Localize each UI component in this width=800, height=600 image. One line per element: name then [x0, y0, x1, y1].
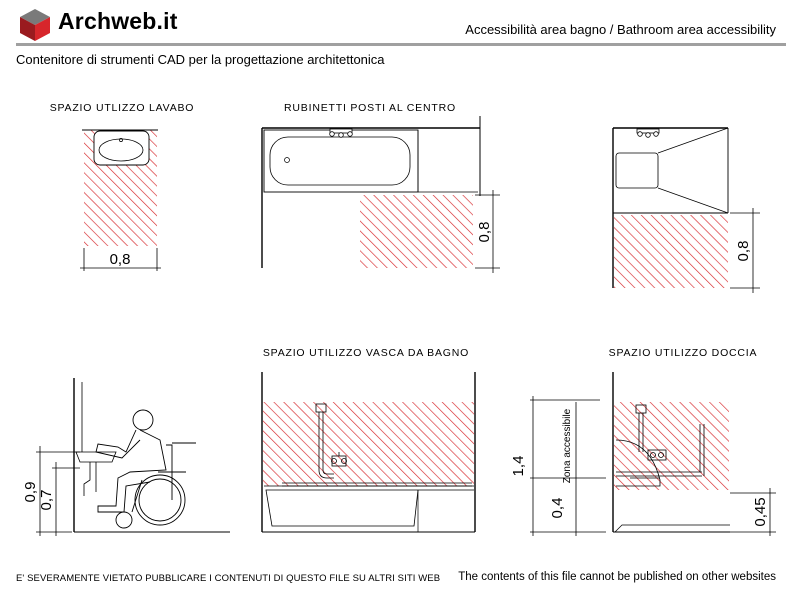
footer-copyright-italian: E' SEVERAMENTE VIETATO PUBBLICARE I CONT… [16, 573, 441, 584]
corner-plan: 0,8 [612, 127, 760, 293]
shower-fixture-icon [615, 404, 705, 487]
height-09-dim: 0,9 [22, 482, 39, 503]
tub-plan: RUBINETTI POSTI AL CENTRO 0,8 [261, 102, 500, 273]
corner-tap-icon [636, 128, 660, 138]
bathtub-label: SPAZIO UTILIZZO VASCA DA BAGNO [263, 347, 469, 359]
washbasin-label: SPAZIO UTLIZZO LAVABO [50, 102, 195, 114]
accessible-zone-label: Zona accessibile [562, 408, 573, 483]
height-14-dim: 1,4 [510, 456, 527, 477]
washbasin-section: 0,9 0,7 [22, 378, 230, 536]
brand-name: Archweb.it [58, 8, 178, 34]
washbasin-icon [93, 130, 150, 166]
shower-label: SPAZIO UTILIZZO DOCCIA [609, 347, 758, 359]
shower-hose-icon [315, 403, 347, 479]
corner-hatch-area [614, 215, 728, 288]
height-045-dim: 0,45 [752, 497, 769, 526]
page-subtitle: Contenitore di strumenti CAD per la prog… [16, 52, 385, 67]
bathtub-section-icon [264, 485, 474, 527]
page-title: Accessibilità area bagno / Bathroom area… [465, 22, 776, 37]
central-taps-label: RUBINETTI POSTI AL CENTRO [284, 102, 456, 114]
bathtub-hatch-area [263, 402, 474, 486]
archweb-logo-icon [20, 9, 50, 41]
header-divider [16, 43, 786, 46]
shower-section: SPAZIO UTILIZZO DOCCIA 1,4 0,4 Zona acce… [510, 347, 776, 536]
tap-icon [329, 128, 353, 138]
corner-depth-dim: 0,8 [735, 241, 752, 262]
tub-hatch-area [360, 195, 473, 268]
shower-hatch-area [614, 402, 729, 490]
washbasin-width-dim: 0,8 [110, 251, 131, 268]
washbasin-section-icon [75, 451, 117, 463]
tub-depth-dim: 0,8 [476, 222, 493, 243]
washbasin-plan: SPAZIO UTLIZZO LAVABO 0,8 [50, 102, 195, 271]
footer-copyright-english: The contents of this file cannot be publ… [458, 571, 776, 583]
bathtub-section: SPAZIO UTILIZZO VASCA DA BAGNO [261, 347, 476, 533]
corner-seat-icon [615, 152, 659, 189]
height-04-dim: 0,4 [549, 498, 566, 519]
height-07-dim: 0,7 [38, 490, 55, 511]
wheelchair-user-icon [95, 409, 196, 529]
